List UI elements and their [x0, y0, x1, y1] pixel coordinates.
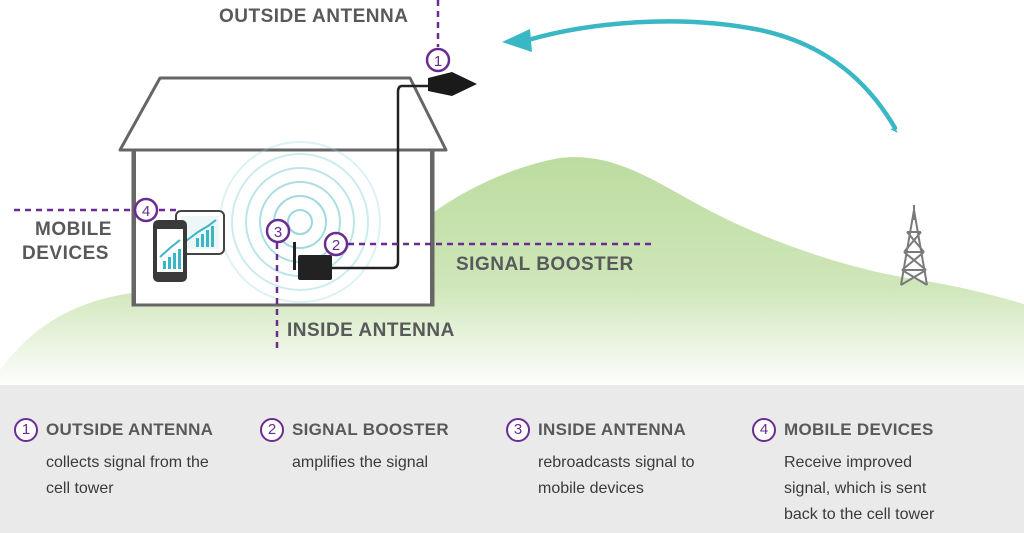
legend-description: Receive improved signal, which is sent b… — [784, 450, 934, 528]
antenna-cable — [332, 84, 433, 270]
legend-desc-line: cell tower — [46, 480, 114, 497]
marker-4: 4 — [133, 197, 159, 223]
legend-desc-line: mobile devices — [538, 480, 644, 497]
label-inside-antenna: INSIDE ANTENNA — [287, 320, 455, 341]
label-mobile-devices-line2: DEVICES — [22, 243, 109, 264]
legend-desc-line: rebroadcasts signal to — [538, 454, 695, 471]
outside-antenna-icon — [428, 72, 477, 96]
curved-arrow-icon — [502, 19, 898, 133]
legend-description: collects signal from the cell tower — [46, 450, 213, 502]
tablet-icon — [175, 210, 225, 255]
legend-description: rebroadcasts signal to mobile devices — [538, 450, 695, 502]
label-outside-antenna: OUTSIDE ANTENNA — [219, 6, 409, 27]
legend-desc-line: signal, which is sent — [784, 480, 927, 497]
legend-number-2: 2 — [260, 418, 284, 442]
legend-item-mobile-devices: 4 MOBILE DEVICES Receive improved signal… — [752, 418, 934, 528]
marker-3: 3 — [265, 218, 291, 244]
legend-title: OUTSIDE ANTENNA — [46, 420, 214, 439]
legend-desc-line: amplifies the signal — [292, 454, 429, 471]
signal-booster-icon — [293, 242, 332, 280]
label-mobile-devices-line1: MOBILE — [35, 219, 112, 240]
label-signal-booster: SIGNAL BOOSTER — [456, 254, 634, 275]
svg-text:2: 2 — [332, 237, 340, 254]
legend-number-1: 1 — [14, 418, 38, 442]
legend-title: MOBILE DEVICES — [784, 420, 934, 439]
legend-panel: 1 OUTSIDE ANTENNA collects signal from t… — [0, 385, 1024, 533]
legend-item-outside-antenna: 1 OUTSIDE ANTENNA collects signal from t… — [14, 418, 213, 502]
marker-2: 2 — [323, 231, 349, 257]
svg-text:4: 4 — [142, 203, 150, 220]
legend-description: amplifies the signal — [292, 450, 449, 476]
svg-text:3: 3 — [274, 224, 282, 241]
legend-item-inside-antenna: 3 INSIDE ANTENNA rebroadcasts signal to … — [506, 418, 695, 502]
green-hill — [0, 157, 1024, 390]
legend-number-4: 4 — [752, 418, 776, 442]
cell-tower-icon — [900, 205, 928, 286]
legend-number-3: 3 — [506, 418, 530, 442]
legend-item-signal-booster: 2 SIGNAL BOOSTER amplifies the signal — [260, 418, 449, 476]
leader-lines — [14, 0, 655, 350]
phone-icon — [153, 220, 187, 282]
svg-text:1: 1 — [434, 53, 442, 70]
legend-title: SIGNAL BOOSTER — [292, 420, 449, 439]
legend-desc-line: collects signal from the — [46, 454, 209, 471]
legend-title: INSIDE ANTENNA — [538, 420, 687, 439]
marker-1: 1 — [425, 47, 451, 73]
legend-desc-line: Receive improved — [784, 454, 913, 471]
legend-desc-line: back to the cell tower — [784, 506, 935, 523]
